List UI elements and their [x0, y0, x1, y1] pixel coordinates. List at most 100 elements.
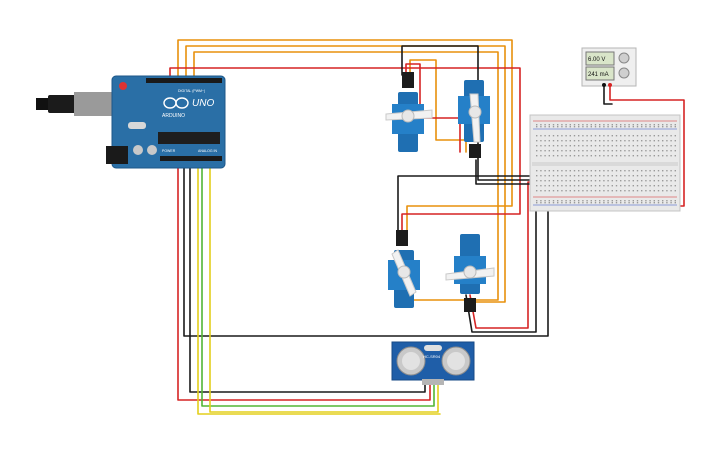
breadboard-hole[interactable]	[632, 126, 634, 128]
breadboard-hole[interactable]	[594, 140, 597, 142]
breadboard-hole[interactable]	[544, 202, 546, 204]
breadboard-hole[interactable]	[666, 145, 668, 147]
breadboard-hole[interactable]	[540, 175, 542, 177]
breadboard-hole[interactable]	[569, 135, 571, 137]
breadboard-hole[interactable]	[594, 200, 597, 202]
breadboard-hole[interactable]	[607, 150, 609, 152]
breadboard-hole[interactable]	[666, 200, 668, 202]
breadboard-hole[interactable]	[653, 190, 655, 192]
breadboard-hole[interactable]	[624, 140, 626, 142]
breadboard-hole[interactable]	[586, 155, 588, 157]
breadboard-hole[interactable]	[548, 190, 550, 192]
breadboard-hole[interactable]	[636, 126, 639, 128]
breadboard-hole[interactable]	[557, 175, 559, 177]
breadboard-hole[interactable]	[536, 202, 538, 204]
breadboard-hole[interactable]	[632, 200, 634, 202]
breadboard-hole[interactable]	[636, 140, 639, 142]
breadboard-hole[interactable]	[599, 200, 601, 202]
breadboard-hole[interactable]	[590, 190, 592, 192]
breadboard-hole[interactable]	[645, 202, 647, 204]
breadboard-hole[interactable]	[536, 190, 538, 192]
breadboard-hole[interactable]	[653, 135, 655, 137]
breadboard-hole[interactable]	[628, 135, 630, 137]
breadboard-hole[interactable]	[552, 170, 555, 172]
breadboard-hole[interactable]	[544, 135, 546, 137]
breadboard-hole[interactable]	[565, 185, 567, 187]
breadboard-hole[interactable]	[632, 202, 634, 204]
breadboard-hole[interactable]	[594, 150, 597, 152]
breadboard-hole[interactable]	[662, 145, 664, 147]
breadboard-hole[interactable]	[565, 202, 567, 204]
breadboard-hole[interactable]	[569, 200, 571, 202]
breadboard-hole[interactable]	[645, 200, 647, 202]
breadboard-hole[interactable]	[611, 190, 613, 192]
breadboard-hole[interactable]	[548, 135, 550, 137]
breadboard-hole[interactable]	[653, 200, 655, 202]
breadboard-hole[interactable]	[578, 202, 580, 204]
servo-2[interactable]	[458, 80, 490, 158]
breadboard-hole[interactable]	[552, 185, 555, 187]
breadboard-hole[interactable]	[557, 170, 559, 172]
breadboard-hole[interactable]	[548, 170, 550, 172]
breadboard-hole[interactable]	[603, 170, 605, 172]
breadboard-hole[interactable]	[628, 175, 630, 177]
breadboard-hole[interactable]	[561, 175, 563, 177]
breadboard-hole[interactable]	[557, 202, 559, 204]
voltage-knob[interactable]	[618, 52, 630, 64]
breadboard-hole[interactable]	[657, 135, 660, 137]
breadboard-hole[interactable]	[590, 145, 592, 147]
breadboard-hole[interactable]	[582, 124, 584, 126]
breadboard-hole[interactable]	[552, 126, 555, 128]
breadboard-hole[interactable]	[666, 124, 668, 126]
breadboard-hole[interactable]	[653, 155, 655, 157]
breadboard-hole[interactable]	[544, 126, 546, 128]
breadboard-hole[interactable]	[536, 155, 538, 157]
breadboard-hole[interactable]	[544, 124, 546, 126]
breadboard-hole[interactable]	[599, 170, 601, 172]
breadboard-hole[interactable]	[657, 145, 660, 147]
wire-yellow-sensor[interactable]	[209, 81, 439, 413]
breadboard-hole[interactable]	[674, 175, 676, 177]
breadboard-hole[interactable]	[561, 150, 563, 152]
breadboard-hole[interactable]	[540, 200, 542, 202]
breadboard-hole[interactable]	[557, 200, 559, 202]
breadboard-hole[interactable]	[670, 175, 672, 177]
breadboard-hole[interactable]	[582, 185, 584, 187]
breadboard-hole[interactable]	[590, 124, 592, 126]
breadboard-hole[interactable]	[615, 175, 618, 177]
breadboard-hole[interactable]	[540, 135, 542, 137]
power-supply[interactable]: 6.00 V 241 mA	[581, 47, 637, 87]
breadboard-hole[interactable]	[552, 190, 555, 192]
breadboard-hole[interactable]	[540, 202, 542, 204]
breadboard-hole[interactable]	[586, 180, 588, 182]
breadboard-hole[interactable]	[636, 135, 639, 137]
breadboard-hole[interactable]	[536, 140, 538, 142]
breadboard-hole[interactable]	[615, 202, 618, 204]
breadboard-hole[interactable]	[611, 170, 613, 172]
breadboard-hole[interactable]	[636, 155, 639, 157]
breadboard-hole[interactable]	[586, 140, 588, 142]
breadboard-hole[interactable]	[569, 145, 571, 147]
breadboard-hole[interactable]	[649, 202, 651, 204]
breadboard-hole[interactable]	[611, 175, 613, 177]
breadboard-hole[interactable]	[653, 124, 655, 126]
breadboard-hole[interactable]	[628, 190, 630, 192]
breadboard-hole[interactable]	[662, 155, 664, 157]
breadboard-hole[interactable]	[628, 200, 630, 202]
breadboard-hole[interactable]	[649, 190, 651, 192]
breadboard-hole[interactable]	[536, 185, 538, 187]
breadboard-hole[interactable]	[561, 202, 563, 204]
breadboard-hole[interactable]	[594, 126, 597, 128]
breadboard-hole[interactable]	[557, 140, 559, 142]
breadboard-hole[interactable]	[594, 124, 597, 126]
breadboard-hole[interactable]	[573, 190, 576, 192]
breadboard-hole[interactable]	[582, 175, 584, 177]
breadboard-hole[interactable]	[641, 150, 643, 152]
breadboard-hole[interactable]	[607, 185, 609, 187]
breadboard-hole[interactable]	[582, 190, 584, 192]
breadboard-hole[interactable]	[578, 124, 580, 126]
breadboard-hole[interactable]	[536, 170, 538, 172]
wire-black-servo4[interactable]	[465, 185, 537, 333]
breadboard-hole[interactable]	[674, 180, 676, 182]
breadboard-hole[interactable]	[632, 175, 634, 177]
